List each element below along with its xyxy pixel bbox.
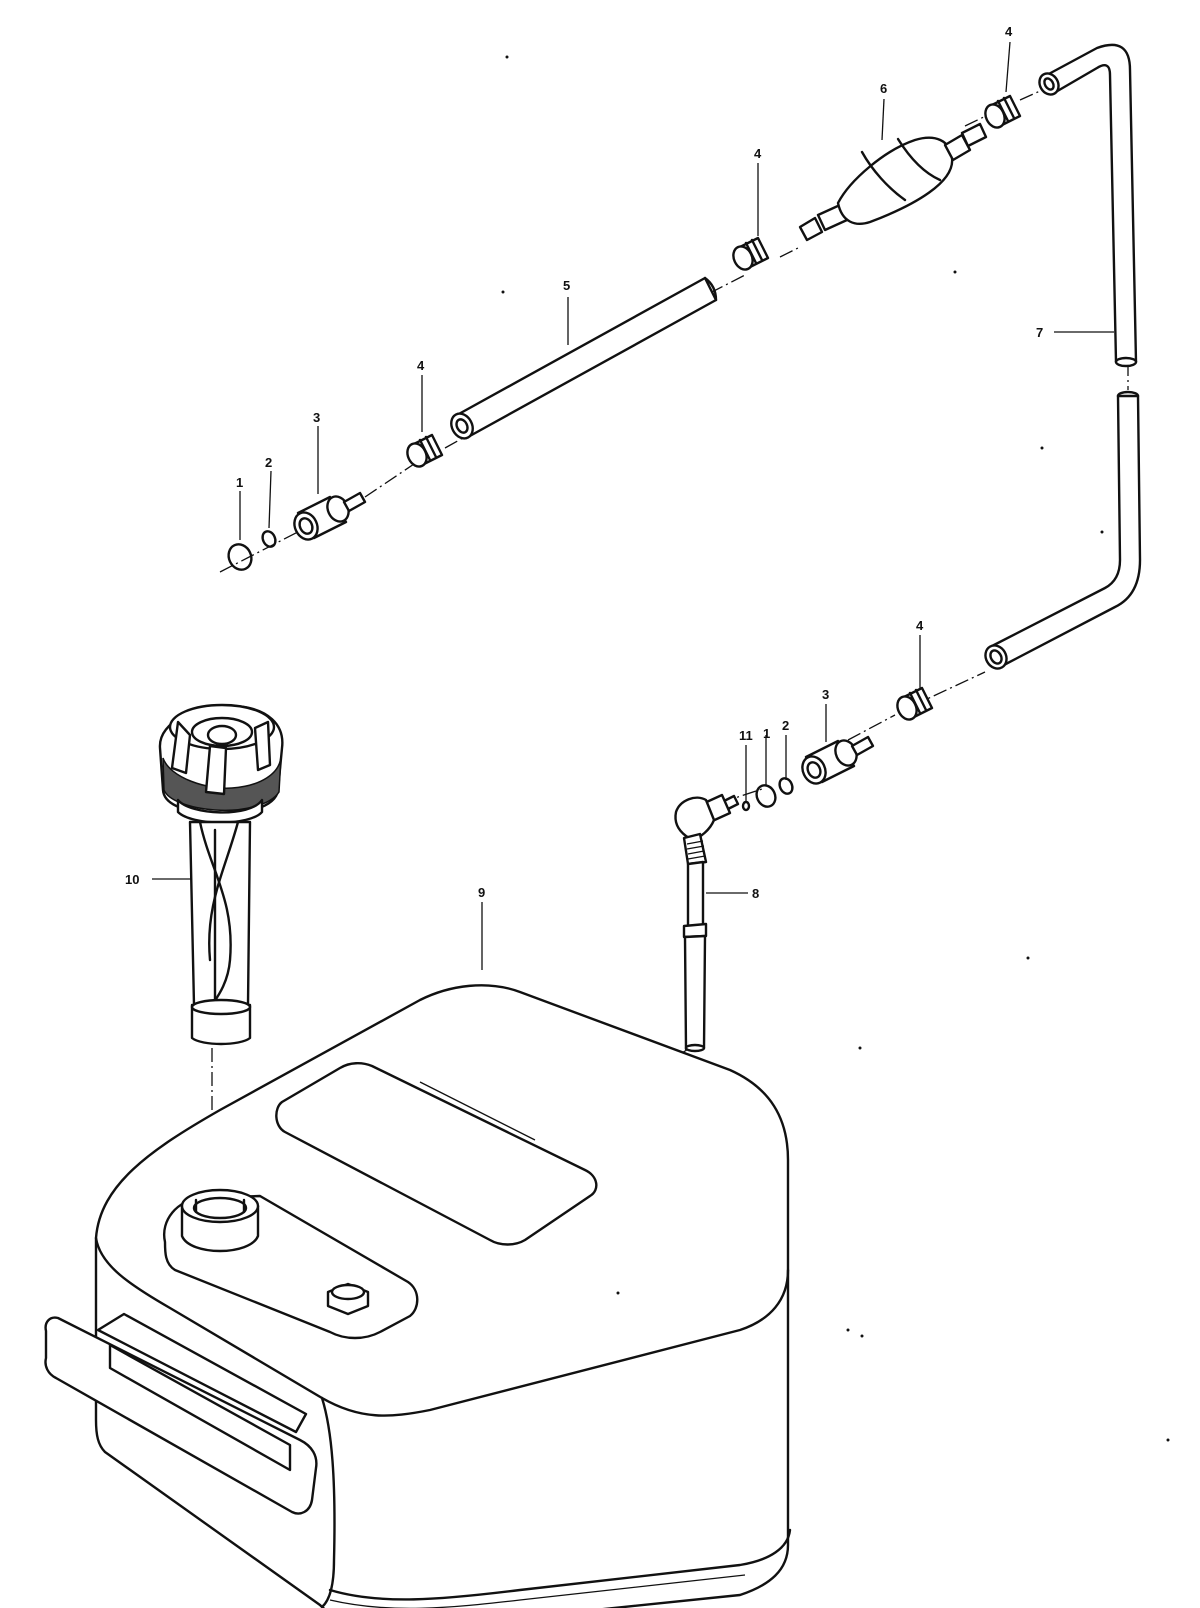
primer-bulb <box>798 122 988 242</box>
callout-10: 10 <box>125 872 139 887</box>
small-seal-ring <box>741 800 751 812</box>
callout-labels: 1 2 3 4 5 4 6 4 7 4 3 2 1 11 8 9 10 <box>125 24 1043 901</box>
print-specks <box>501 55 1170 1442</box>
callout-4-left: 4 <box>417 358 425 373</box>
connector-right <box>801 735 875 785</box>
callout-4-right: 4 <box>916 618 924 633</box>
callout-3-right: 3 <box>822 687 829 702</box>
fuel-gauge-assembly <box>158 703 284 1046</box>
callout-4-mid: 4 <box>754 146 762 161</box>
fuel-tank <box>44 984 792 1608</box>
ring-left <box>261 530 277 548</box>
callout-8: 8 <box>752 886 759 901</box>
hose-clamp-top <box>984 94 1022 129</box>
o-ring-left <box>227 543 253 571</box>
connector-left <box>293 491 367 541</box>
fuel-hose-bent <box>984 43 1142 670</box>
callout-2-right: 2 <box>782 718 789 733</box>
callout-leaders <box>152 41 1114 970</box>
callout-4-top: 4 <box>1005 24 1013 39</box>
callout-1-left: 1 <box>236 475 243 490</box>
fuel-pickup-tube <box>674 793 740 1053</box>
ring-right <box>778 777 794 795</box>
fuel-hose-straight <box>450 276 718 440</box>
callout-3-left: 3 <box>313 410 320 425</box>
o-ring-right <box>755 784 777 808</box>
callout-1-right: 1 <box>763 726 770 741</box>
hose-clamp-mid <box>732 236 770 271</box>
callout-5: 5 <box>563 278 570 293</box>
callout-11: 11 <box>739 728 753 743</box>
hose-clamp-right <box>896 686 934 721</box>
hose-clamp-left <box>406 433 444 468</box>
callout-6: 6 <box>880 81 887 96</box>
callout-9: 9 <box>478 885 485 900</box>
callout-2-left: 2 <box>265 455 272 470</box>
callout-7: 7 <box>1036 325 1043 340</box>
